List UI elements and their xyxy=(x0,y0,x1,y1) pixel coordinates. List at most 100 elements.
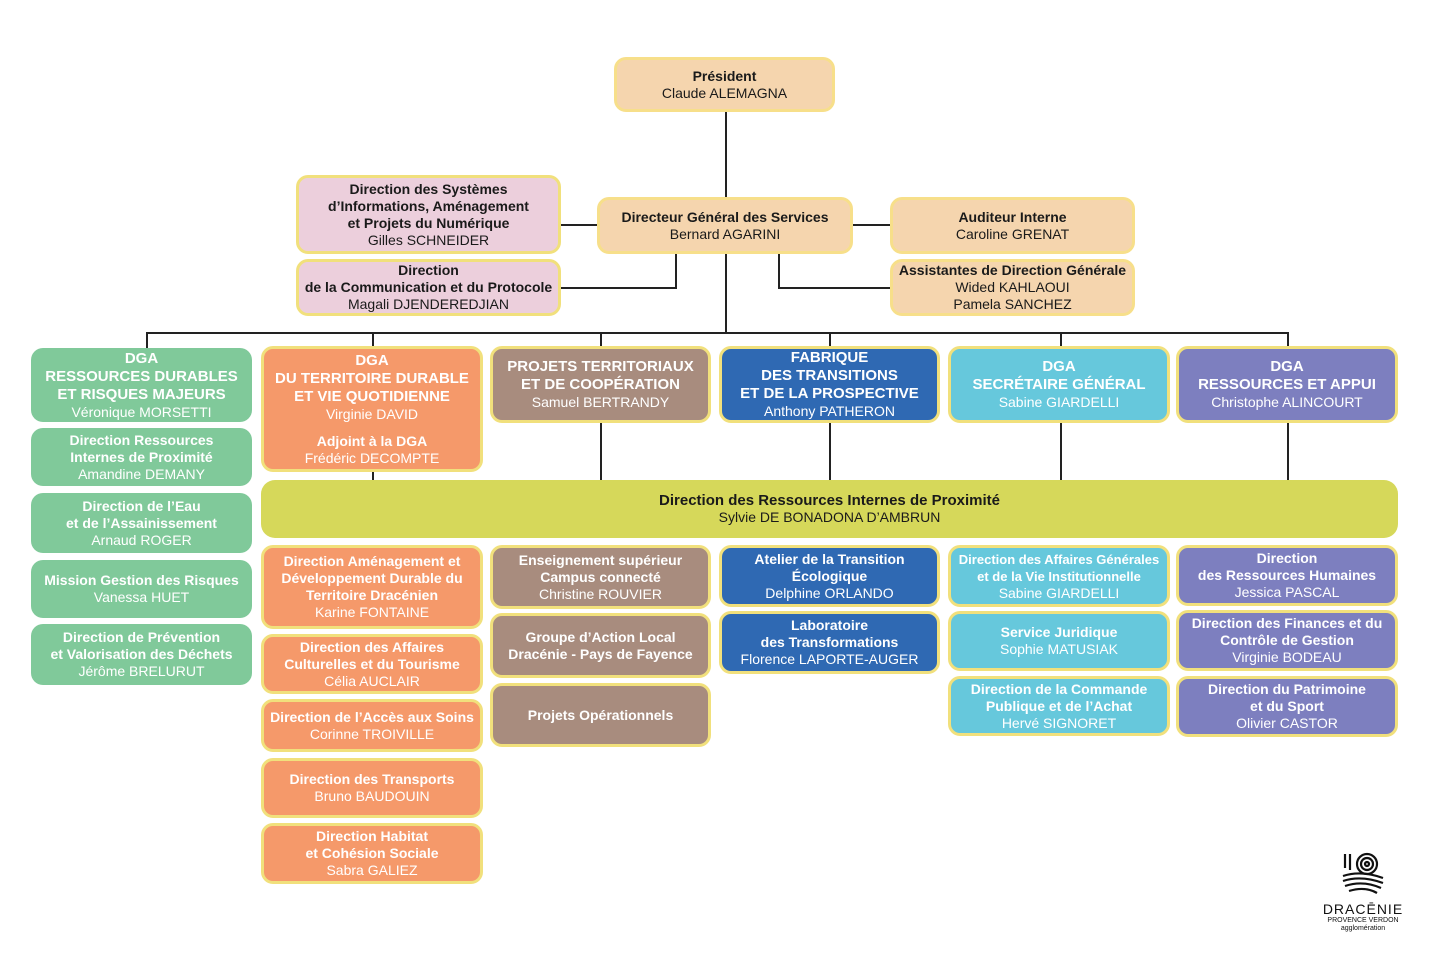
dsi-title: Direction des Systèmes xyxy=(349,180,508,197)
dga-title: DGA xyxy=(1042,358,1076,375)
connector-line xyxy=(1287,332,1289,348)
direction-name: Arnaud ROGER xyxy=(91,531,192,548)
dga-ressources-durables-box: DGA RESSOURCES DURABLES ET RISQUES MAJEU… xyxy=(31,348,252,422)
direction-name: Sophie MATUSIAK xyxy=(999,641,1118,657)
connector-line xyxy=(600,422,602,480)
pole-title: ET DE LA PROSPECTIVE xyxy=(740,385,919,402)
direction-title: et de l’Assainissement xyxy=(66,514,217,531)
direction-title: Internes de Proximité xyxy=(70,448,213,465)
dga-ressources-appui-box: DGA RESSOURCES ET APPUI Christophe ALINC… xyxy=(1176,346,1398,423)
direction-name: Jérôme BRELURUT xyxy=(78,663,205,679)
assistantes-name: Pamela SANCHEZ xyxy=(953,296,1072,312)
dga-title: DGA xyxy=(355,351,389,369)
president-name: Claude ALEMAGNA xyxy=(661,84,788,101)
direction-title: Direction des Affaires xyxy=(299,638,445,655)
direction-box: Direction du Patrimoine et du Sport Oliv… xyxy=(1176,676,1398,737)
dga-name: Christophe ALINCOURT xyxy=(1211,394,1363,410)
direction-name: Florence LAPORTE-AUGER xyxy=(740,651,919,667)
dga-title: DGA xyxy=(124,349,159,367)
direction-title: Direction xyxy=(1256,550,1318,566)
direction-title: Développement Durable du xyxy=(281,570,463,586)
direction-name: Delphine ORLANDO xyxy=(765,584,894,601)
adjoint-name: Frédéric DECOMPTE xyxy=(304,449,440,466)
direction-title: Enseignement supérieur xyxy=(518,551,683,568)
dga-title: DGA xyxy=(1270,358,1304,375)
connector-line xyxy=(675,254,677,288)
pole-title: ET DE COOPÉRATION xyxy=(521,376,680,393)
pole-name: Samuel BERTRANDY xyxy=(531,394,670,410)
direction-box: Direction Ressources Internes de Proximi… xyxy=(31,428,252,486)
direction-box: Mission Gestion des Risques Vanessa HUET xyxy=(31,560,252,618)
direction-title: des Transformations xyxy=(760,634,899,650)
connector-line xyxy=(560,224,600,226)
direction-box: Direction de l’Accès aux Soins Corinne T… xyxy=(261,699,483,752)
connector-line xyxy=(778,254,780,289)
direction-title: Écologique xyxy=(791,567,868,584)
connector-line xyxy=(146,332,148,348)
direction-title: Direction Ressources xyxy=(69,431,214,448)
connector-line xyxy=(778,287,892,289)
communication-name: Magali DJENDEREDJIAN xyxy=(347,296,510,312)
connector-line xyxy=(829,422,831,480)
direction-title: Campus connecté xyxy=(540,568,661,585)
communication-title: Direction xyxy=(398,262,459,278)
direction-box: Atelier de la Transition Écologique Delp… xyxy=(719,545,940,607)
connector-line xyxy=(852,224,892,226)
dga-title: ET RISQUES MAJEURS xyxy=(57,385,226,403)
connector-line xyxy=(146,332,1289,334)
direction-title: Direction du Patrimoine xyxy=(1208,681,1366,697)
direction-title: Contrôle de Gestion xyxy=(1220,632,1354,648)
direction-title: Dracénie - Pays de Fayence xyxy=(508,645,693,662)
president-box: Président Claude ALEMAGNA xyxy=(614,57,835,112)
dgs-box: Directeur Général des Services Bernard A… xyxy=(597,197,853,254)
communication-title: de la Communication et du Protocole xyxy=(304,279,553,295)
dsi-title: d’Informations, Aménagement xyxy=(328,197,529,214)
direction-name: Vanessa HUET xyxy=(93,589,190,605)
fingerprint-icon xyxy=(1342,852,1384,894)
direction-title: Direction des Transports xyxy=(289,771,455,787)
pole-title: FABRIQUE xyxy=(790,349,869,366)
adjoint-title: Adjoint à la DGA xyxy=(316,432,428,449)
dga-title: RESSOURCES DURABLES xyxy=(45,367,238,385)
logo-name: DRACĒNIE xyxy=(1322,901,1404,917)
dsi-title: et Projets du Numérique xyxy=(347,214,510,231)
direction-box: Direction de l’Eau et de l’Assainissemen… xyxy=(31,493,252,553)
connector-line xyxy=(829,332,831,348)
dga-name: Virginie DAVID xyxy=(325,405,419,422)
direction-box: Direction Aménagement et Développement D… xyxy=(261,545,483,629)
connector-line xyxy=(560,287,677,289)
direction-box: Projets Opérationnels xyxy=(490,683,711,747)
direction-title: et Cohésion Sociale xyxy=(305,845,439,861)
dsi-box: Direction des Systèmes d’Informations, A… xyxy=(296,175,561,254)
connector-line xyxy=(1060,332,1062,348)
direction-name: Karine FONTAINE xyxy=(314,604,430,620)
direction-title: Groupe d’Action Local xyxy=(525,628,676,645)
auditeur-name: Caroline GRENAT xyxy=(955,225,1070,242)
connector-line xyxy=(600,332,602,348)
dsi-name: Gilles SCHNEIDER xyxy=(367,231,490,248)
logo-subtitle: agglomération xyxy=(1340,925,1386,932)
direction-title: Direction Habitat xyxy=(315,828,428,844)
fabrique-transitions-box: FABRIQUE DES TRANSITIONS ET DE LA PROSPE… xyxy=(719,346,940,423)
logo-subtitle: PROVENCE VERDON xyxy=(1327,917,1399,924)
direction-title: Culturelles et du Tourisme xyxy=(284,655,460,672)
direction-box: Direction des Affaires Générales et de l… xyxy=(948,545,1170,607)
communication-box: Direction de la Communication et du Prot… xyxy=(296,259,561,316)
direction-title: Mission Gestion des Risques xyxy=(44,572,239,588)
direction-box: Direction des Affaires Culturelles et du… xyxy=(261,634,483,694)
dga-title: ET VIE QUOTIDIENNE xyxy=(294,387,450,405)
direction-title: Direction de la Commande xyxy=(970,680,1148,697)
direction-title: Publique et de l’Achat xyxy=(985,697,1133,714)
direction-name: Sabra GALIEZ xyxy=(326,862,418,878)
dga-name: Véronique MORSETTI xyxy=(71,403,212,420)
direction-title: Direction des Finances et du xyxy=(1191,615,1383,631)
auditeur-box: Auditeur Interne Caroline GRENAT xyxy=(890,197,1135,254)
direction-name: Corinne TROIVILLE xyxy=(309,725,435,742)
pole-title: PROJETS TERRITORIAUX xyxy=(507,358,694,375)
banner-name: Sylvie DE BONADONA D’AMBRUN xyxy=(718,509,941,525)
direction-box: Direction Habitat et Cohésion Sociale Sa… xyxy=(261,823,483,884)
dga-territoire-durable-box: DGA DU TERRITOIRE DURABLE ET VIE QUOTIDI… xyxy=(261,346,483,472)
direction-title: Direction de l’Accès aux Soins xyxy=(270,708,474,725)
direction-name: Olivier CASTOR xyxy=(1236,715,1338,731)
direction-title: Direction de l’Eau xyxy=(82,497,201,514)
